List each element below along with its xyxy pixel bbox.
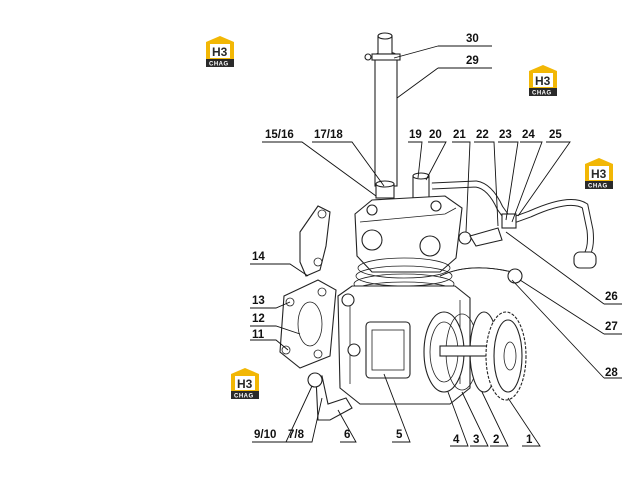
- callout-9-10: 9/10: [254, 429, 276, 441]
- callout-5: 5: [396, 429, 403, 441]
- callout-23: 23: [499, 129, 512, 141]
- callout-22: 22: [476, 129, 489, 141]
- brand-logo: H3 CHAG: [206, 36, 234, 68]
- callout-30: 30: [466, 33, 479, 45]
- callout-15-16: 15/16: [265, 129, 294, 141]
- svg-text:CHAG: CHAG: [234, 394, 254, 400]
- svg-text:H3: H3: [591, 167, 607, 181]
- callout-13: 13: [252, 295, 265, 307]
- callout-28: 28: [605, 367, 618, 379]
- callout-4: 4: [453, 434, 460, 446]
- callout-19: 19: [409, 129, 422, 141]
- callout-11: 11: [252, 329, 265, 341]
- callout-20: 20: [429, 129, 442, 141]
- callout-12: 12: [252, 313, 265, 325]
- callout-2: 2: [493, 434, 499, 446]
- callout-14: 14: [252, 251, 265, 263]
- callout-24: 24: [522, 129, 535, 141]
- callout-1: 1: [526, 434, 533, 446]
- callout-labels: 30 29 15/16 17/18 19 20 21 22 23 24 25 1…: [252, 33, 618, 446]
- brand-logo: H3 CHAG: [529, 65, 557, 97]
- leader-lines: [250, 45, 622, 447]
- callout-21: 21: [453, 129, 466, 141]
- callout-29: 29: [466, 55, 479, 67]
- svg-text:CHAG: CHAG: [588, 184, 608, 190]
- callout-6: 6: [344, 429, 350, 441]
- svg-text:H3: H3: [212, 45, 228, 59]
- compressor-assembly: [279, 32, 597, 421]
- callout-27: 27: [605, 321, 618, 333]
- callout-3: 3: [473, 434, 479, 446]
- callout-7-8: 7/8: [288, 429, 305, 441]
- svg-text:CHAG: CHAG: [209, 62, 229, 68]
- brand-logo: H3 CHAG: [231, 368, 259, 400]
- svg-text:H3: H3: [237, 377, 253, 391]
- callout-17-18: 17/18: [314, 129, 343, 141]
- brand-logo: H3 CHAG: [585, 158, 613, 190]
- svg-text:H3: H3: [535, 74, 551, 88]
- callout-26: 26: [605, 291, 618, 303]
- svg-text:CHAG: CHAG: [532, 91, 552, 97]
- callout-25: 25: [549, 129, 562, 141]
